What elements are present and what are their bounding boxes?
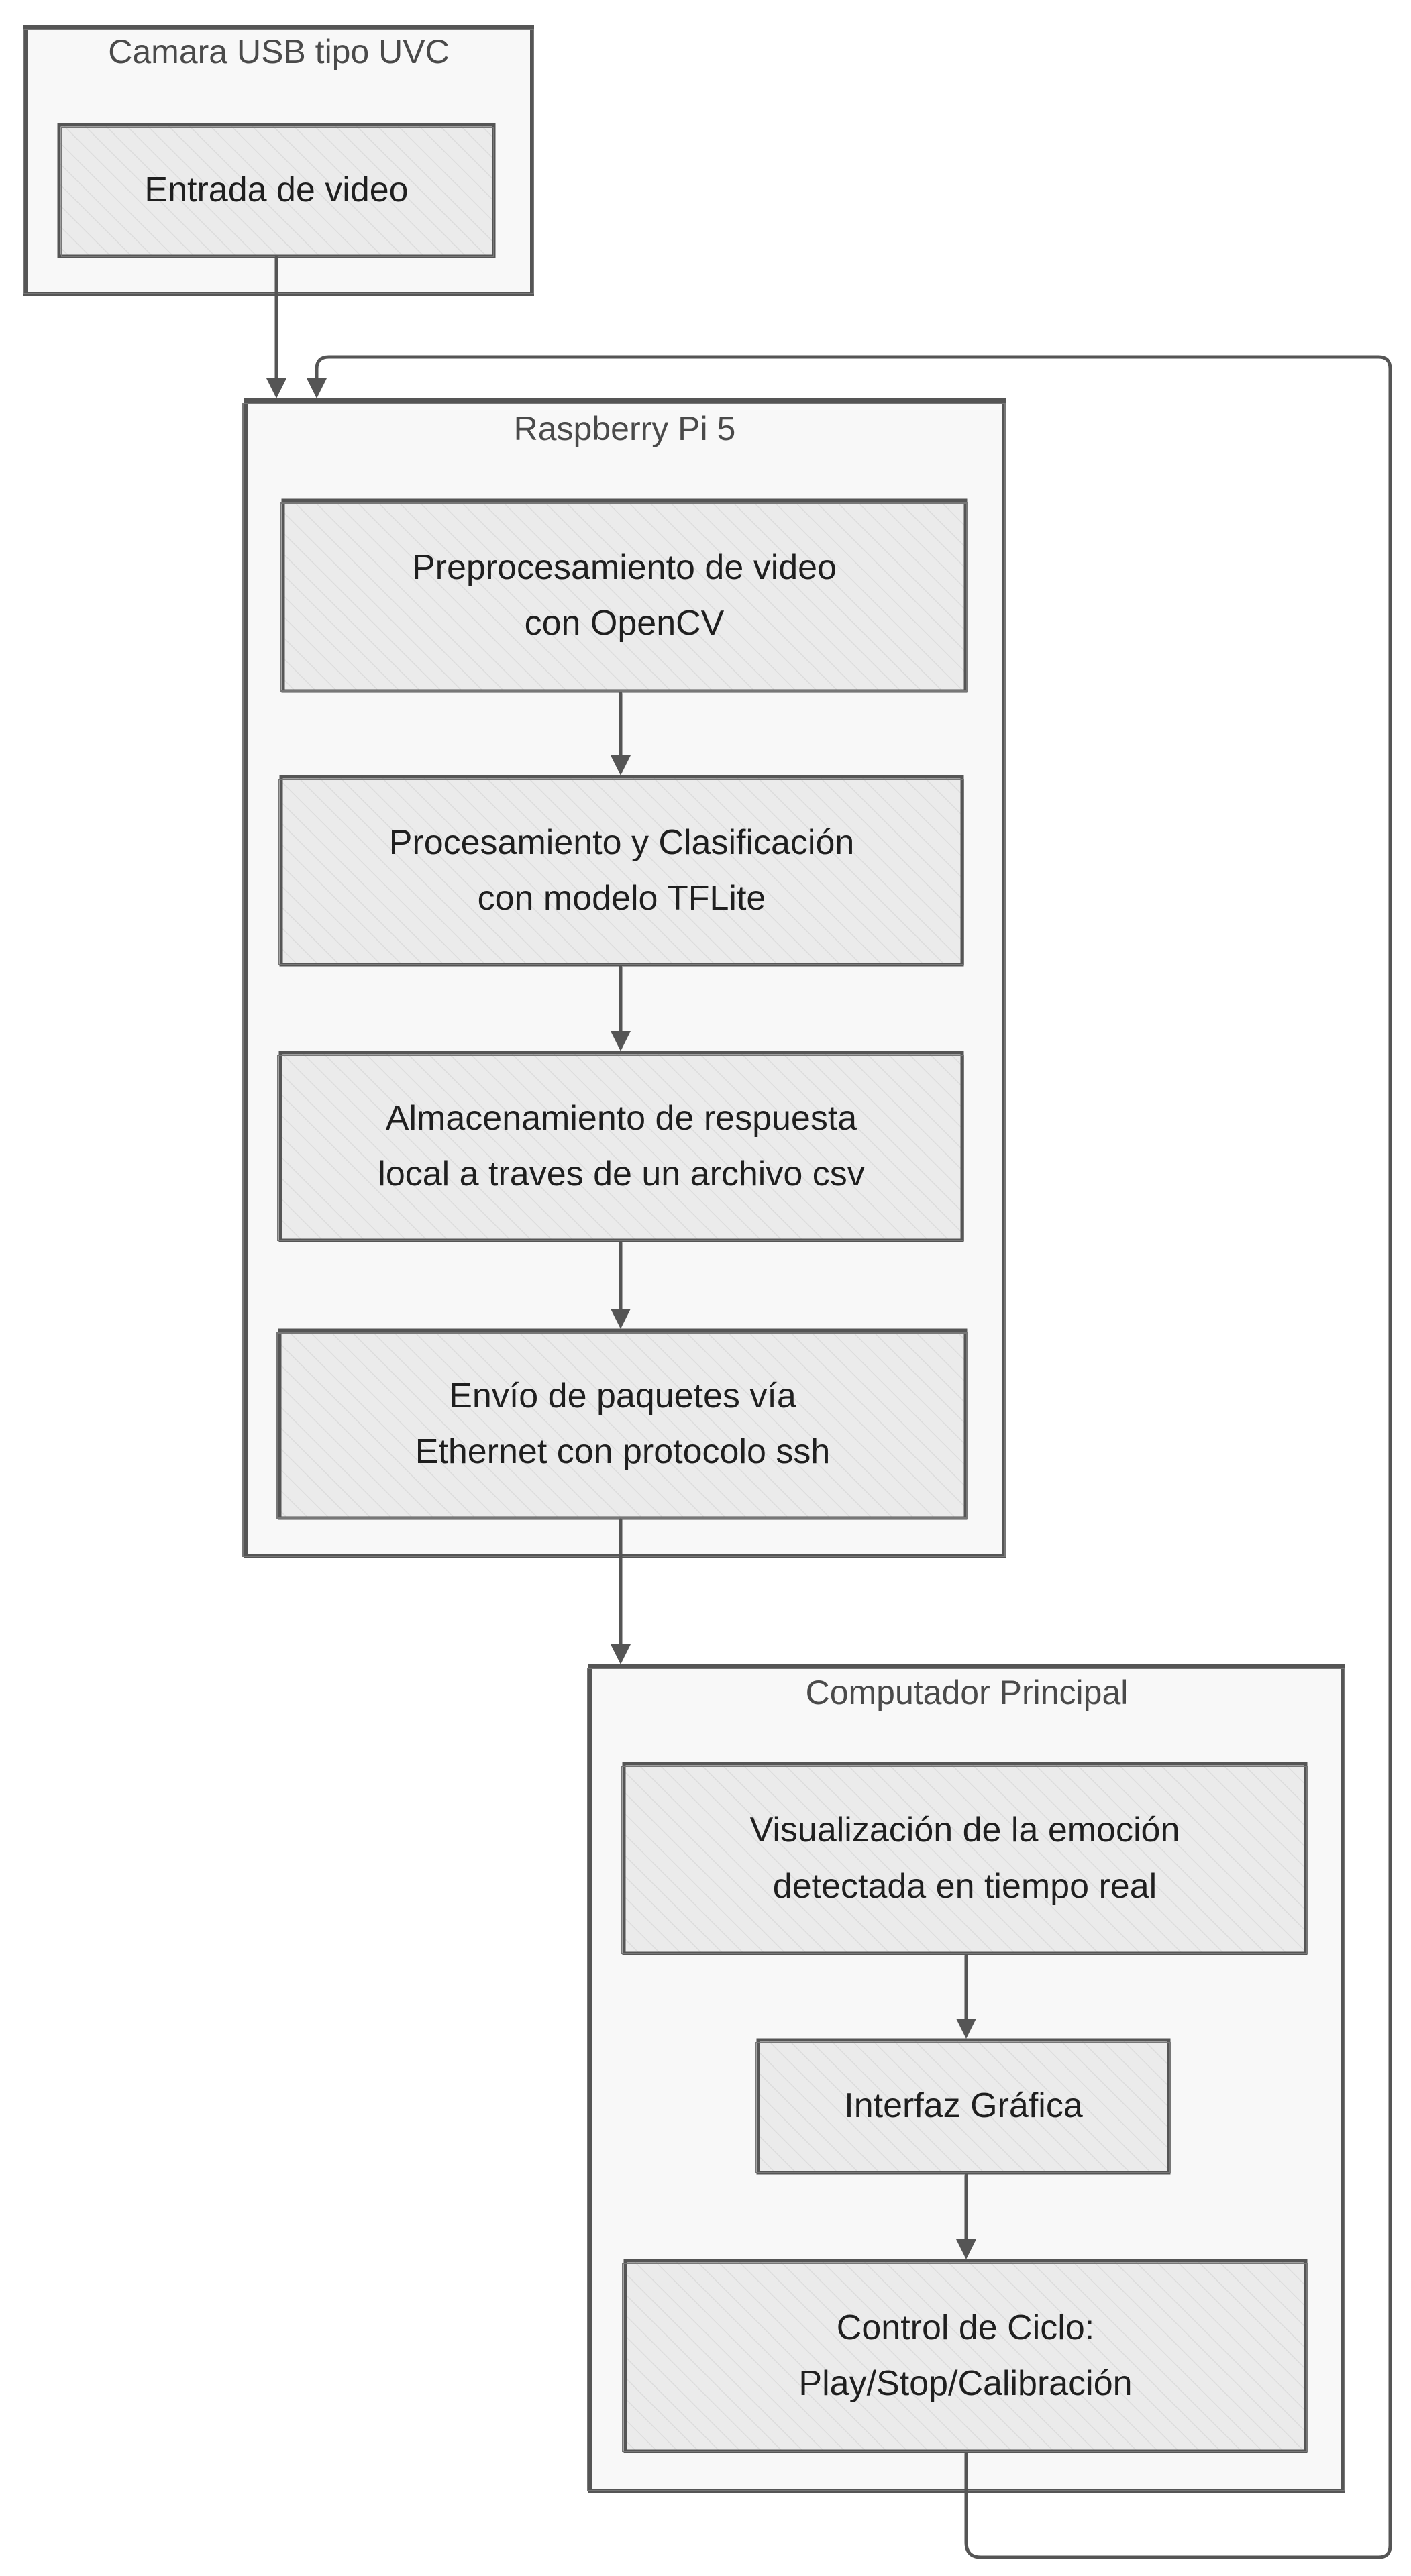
node-preprocessing: Preprocesamiento de video con OpenCV <box>411 547 837 643</box>
node-storage-box <box>277 1051 964 1242</box>
group-title-raspberry: Raspberry Pi 5 <box>513 410 736 447</box>
node-control-box <box>622 2259 1308 2453</box>
node-gui: Interfaz Gráfica <box>844 2086 1083 2126</box>
node-control: Control de Ciclo: Play/Stop/Calibración <box>798 2308 1133 2403</box>
node-preprocessing-box <box>280 498 968 693</box>
node-storage: Almacenamiento de respuesta local a trav… <box>378 1098 865 1193</box>
node-send: Envío de paquetes vía Ethernet con proto… <box>415 1376 831 1471</box>
group-title-camera: Camara USB tipo UVC <box>108 33 450 70</box>
node-video-input: Entrada de video <box>144 170 409 210</box>
node-video-input-box <box>57 123 496 258</box>
node-classification: Procesamiento y Clasificación con modelo… <box>388 822 855 918</box>
node-classification-box <box>278 775 964 967</box>
node-visualization-box <box>621 1762 1308 1955</box>
arrow-feedback-loop <box>307 355 1392 2559</box>
node-visualization: Visualización de la emoción detectada en… <box>749 1811 1180 1906</box>
node-gui-box <box>755 2038 1171 2175</box>
group-title-computer: Computador Principal <box>805 1674 1129 1711</box>
node-send-box <box>276 1328 968 1520</box>
